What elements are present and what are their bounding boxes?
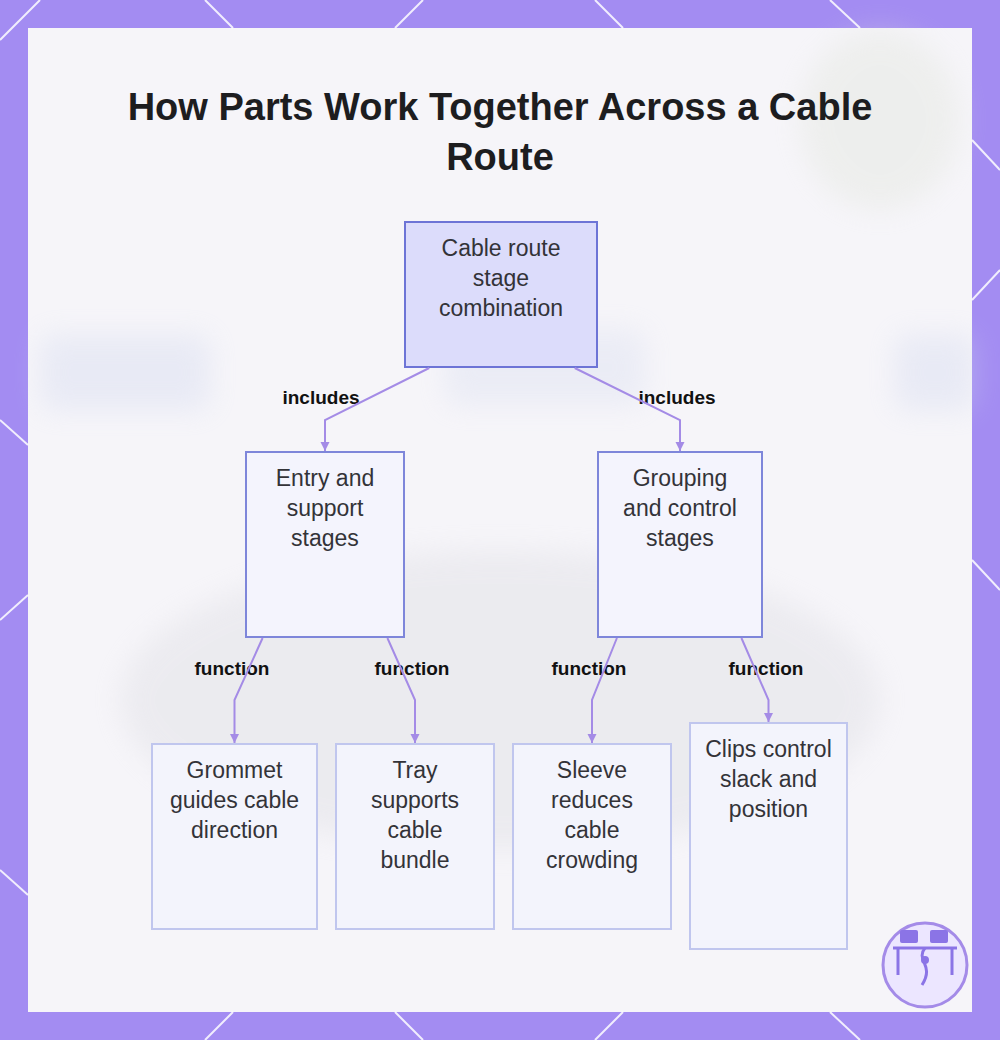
edge-label: includes	[638, 387, 715, 409]
connector	[741, 638, 773, 722]
connector	[588, 638, 617, 743]
node-text: Entry and support stages	[261, 463, 389, 553]
edge-label: function	[552, 658, 627, 680]
stage-box: Grouping and control stages	[597, 451, 763, 638]
node-text: Grouping and control stages	[613, 463, 747, 553]
connector	[230, 638, 263, 743]
connector	[321, 368, 430, 451]
function-box: Grommet guides cable direction	[151, 743, 318, 930]
node-text: Sleeve reduces cable crowding	[528, 755, 656, 875]
edge-label: includes	[282, 387, 359, 409]
connector	[387, 638, 419, 743]
logo	[883, 923, 967, 1007]
stage-box: Entry and support stages	[245, 451, 405, 638]
function-box: Sleeve reduces cable crowding	[512, 743, 672, 930]
node-text: Grommet guides cable direction	[167, 755, 302, 845]
node-text: Clips control slack and position	[705, 734, 832, 824]
edge-label: function	[375, 658, 450, 680]
function-box: Clips control slack and position	[689, 722, 848, 950]
diagram-title: How Parts Work Together Across a Cable R…	[100, 82, 900, 182]
function-box: Tray supports cable bundle	[335, 743, 495, 930]
edge-label: function	[729, 658, 804, 680]
root-box: Cable route stage combination	[404, 221, 598, 368]
connector	[575, 368, 685, 451]
node-text: Cable route stage combination	[422, 233, 580, 323]
node-text: Tray supports cable bundle	[351, 755, 479, 875]
edge-label: function	[195, 658, 270, 680]
